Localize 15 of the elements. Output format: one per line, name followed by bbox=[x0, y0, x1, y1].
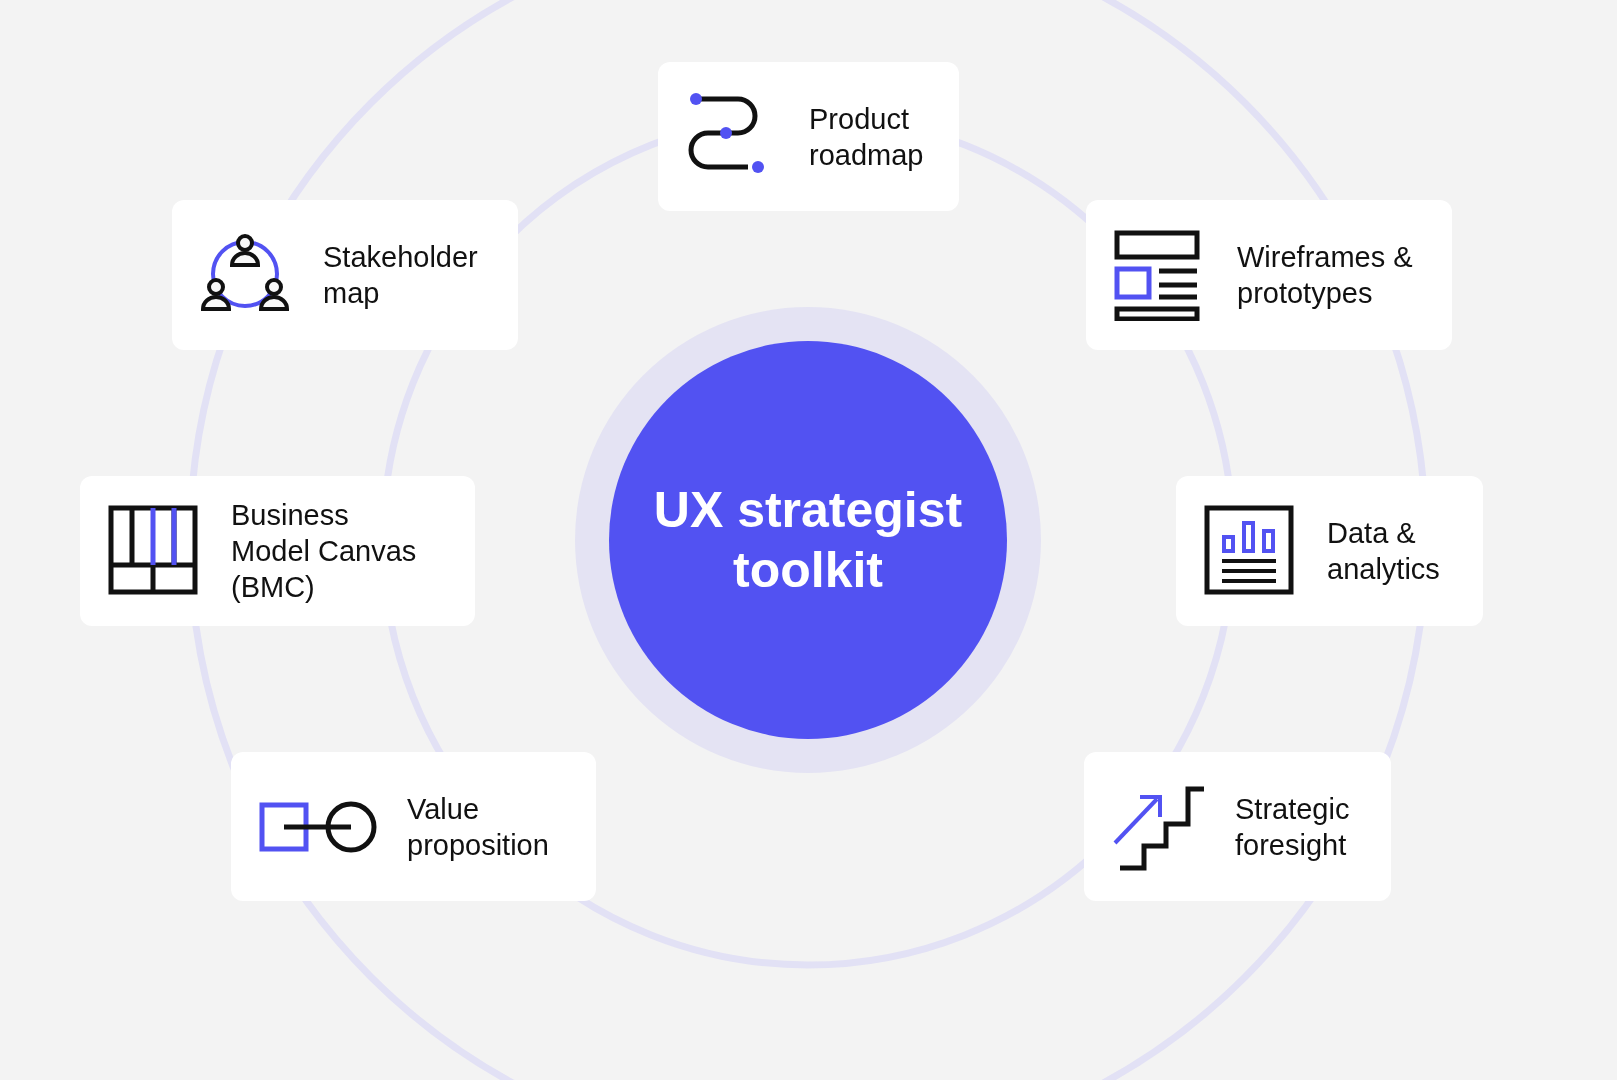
toolkit-title: UX strategist toolkit bbox=[652, 481, 964, 600]
tool-name: Business Model Canvas (BMC) bbox=[231, 498, 418, 605]
tool-name: Stakeholder map bbox=[323, 240, 479, 311]
tool-card bbox=[1176, 476, 1483, 626]
tool-name: Wireframes & prototypes bbox=[1237, 240, 1414, 311]
tool-card bbox=[1084, 752, 1391, 901]
tool-card bbox=[658, 62, 959, 211]
tool-card bbox=[172, 200, 518, 350]
tool-card bbox=[231, 752, 596, 901]
tool-card bbox=[80, 476, 475, 626]
tool-name: Strategic foresight bbox=[1235, 791, 1351, 863]
tool-name: Value proposition bbox=[407, 791, 550, 863]
tool-card bbox=[1086, 200, 1452, 350]
tool-name: Data & analytics bbox=[1327, 516, 1441, 587]
tool-name: Product roadmap bbox=[809, 101, 925, 173]
